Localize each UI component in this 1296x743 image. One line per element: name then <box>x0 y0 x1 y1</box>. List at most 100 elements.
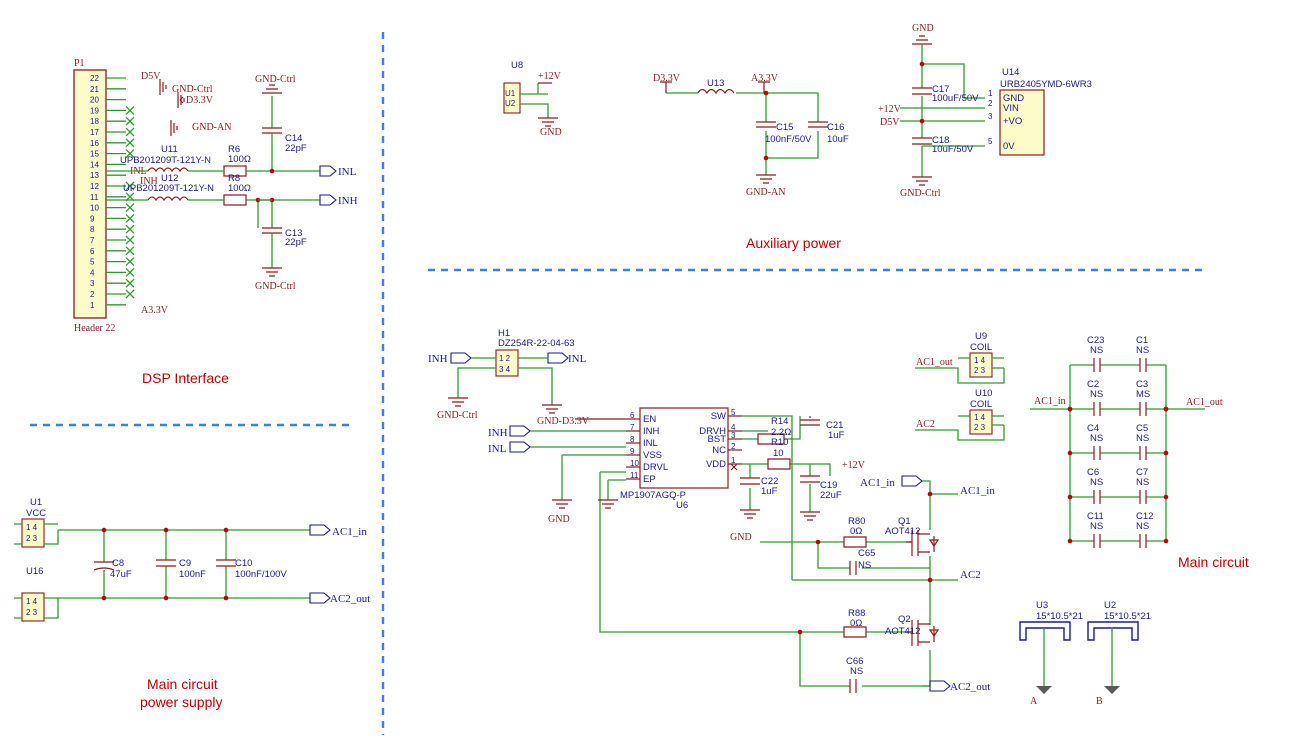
cap-left-ref: C6 <box>1087 467 1099 478</box>
u8-p1: U1 <box>505 89 516 98</box>
no-connect-mark <box>125 257 135 267</box>
c15-ref: C15 <box>776 122 793 133</box>
u14-pin-number: 1 <box>988 89 993 98</box>
bank-out: AC1_out <box>1186 397 1223 408</box>
r6-ref: R6 <box>228 144 240 155</box>
cap-right-value: NS <box>1136 433 1149 444</box>
u1-ref: U1 <box>30 497 42 508</box>
header-pin-number: 7 <box>90 236 95 245</box>
u6-right-pin-name: VDD <box>706 459 726 470</box>
header-pin-number: 2 <box>90 290 95 299</box>
u14-body <box>999 89 1045 156</box>
u6-left-pin-number: 6 <box>630 411 635 420</box>
aux-a33v: A3.3V <box>751 73 779 84</box>
u6-body <box>639 407 729 489</box>
junction-dot <box>1067 494 1073 500</box>
port-ac2-out: AC2_out <box>950 681 990 693</box>
header-pin-number: 4 <box>90 268 95 277</box>
u8-ref: U8 <box>511 60 523 71</box>
header-ref: P1 <box>74 58 85 69</box>
c22-value: 1uF <box>761 486 778 497</box>
c21-value: 1uF <box>828 430 845 441</box>
cap-bank: C23NSC1NSC2NSC3MSC4NSC5NSC6NSC7NSC11NSC1… <box>1030 335 1223 548</box>
u6-port-inl: INL <box>488 443 507 455</box>
net-a33v: A3.3V <box>141 305 169 316</box>
aux-gnd-an: GND-AN <box>746 187 785 198</box>
u6-right-pin-number: 4 <box>731 423 736 432</box>
header-pin-number: 6 <box>90 247 95 256</box>
net-d33v: D3.3V <box>186 95 214 106</box>
gnd-ctrl-top: GND-Ctrl <box>255 74 296 85</box>
cap-right-value: NS <box>1136 477 1149 488</box>
section-auxiliary-power: Auxiliary power <box>746 235 841 251</box>
h1-pins-bot: 3 4 <box>499 365 511 374</box>
u9-pins-top: 1 4 <box>974 356 986 365</box>
aux-u13: D3.3V A3.3V U13 C15 100nF/50V C16 10uF G… <box>653 73 849 198</box>
net-gnd-an: GND-AN <box>192 122 231 133</box>
r88-value: 0Ω <box>850 618 862 629</box>
power-supply: U1 VCC 1 4 2 3 U16 1 4 2 3 C8 47uF C9 10… <box>14 497 370 622</box>
header-pin-number: 14 <box>90 160 99 169</box>
cap-right-value: MS <box>1136 389 1150 400</box>
h1-body <box>495 349 519 377</box>
c15-value: 100nF/50V <box>765 134 812 145</box>
q1-ref: Q1 <box>898 516 911 527</box>
aux-gnd-top: GND <box>912 23 934 34</box>
section-main-circuit: Main circuit <box>1178 554 1249 570</box>
c13-value: 22pF <box>285 237 307 248</box>
u14-pin-number: 5 <box>988 137 993 146</box>
u6-left-pin-name: EP <box>643 474 656 485</box>
r80-value: 0Ω <box>850 526 862 537</box>
u6-left-pin-number: 10 <box>630 459 639 468</box>
c66-value: NS <box>850 666 863 677</box>
u11-ref: U11 <box>161 144 178 155</box>
net-d5v: D5V <box>141 71 161 82</box>
cap-left-ref: C23 <box>1087 335 1104 346</box>
cap-row-symbol <box>1093 534 1147 548</box>
u6-gnd2: GND <box>730 532 752 543</box>
aux-gnd-ctrl: GND-Ctrl <box>900 188 941 199</box>
u6-left-pin-number: 11 <box>630 471 639 480</box>
u2-ref: U2 <box>1104 600 1116 611</box>
q2-ref: Q2 <box>898 614 911 625</box>
header-pin-number: 5 <box>90 258 95 267</box>
c17-value: 100uF/50V <box>932 93 979 104</box>
u14-pin-number: 3 <box>988 112 993 121</box>
section-main-power-line2: power supply <box>140 694 223 710</box>
bank-in: AC1_in <box>1034 396 1066 407</box>
inh-text: INH <box>140 176 158 187</box>
section-main-power-line1: Main circuit <box>147 676 218 692</box>
u6-right-pin-name: DRVH <box>699 426 726 437</box>
aux-d33v: D3.3V <box>653 73 681 84</box>
r8-body <box>223 194 247 206</box>
r14-value: 2.2Ω <box>771 427 791 438</box>
u6-left-pin-name: INL <box>643 438 658 449</box>
u16-ref: U16 <box>26 566 43 577</box>
no-connect-mark <box>125 224 135 234</box>
u1-pins-bot: 2 3 <box>26 534 38 543</box>
q1-value: AOT412 <box>885 526 920 537</box>
u6-left-pin-number: 9 <box>630 447 635 456</box>
cap-left-value: NS <box>1090 521 1103 532</box>
header-pin-number: 10 <box>90 204 99 213</box>
coils-u9-u10: U9 COIL 1 4 2 3 AC1_out U10 COIL 1 4 2 3… <box>915 331 1005 441</box>
u14-pin-name: VIN <box>1003 103 1019 114</box>
u16-body <box>21 592 45 622</box>
u16-pins-bot: 2 3 <box>26 608 38 617</box>
cap-row-symbol <box>1093 490 1147 504</box>
u9-body <box>969 352 993 378</box>
c19-value: 22uF <box>820 490 842 501</box>
c21-ref: C21 <box>826 420 843 431</box>
no-connect-mark <box>125 127 135 137</box>
aux-u14: GND C17 100uF/50V C18 10uF/50V +12V D5V … <box>878 23 1092 199</box>
cap-right-ref: C1 <box>1136 335 1148 346</box>
dsp-filter: U11 UPB201209T-121Y-N U12 UPB201209T-121… <box>106 74 358 292</box>
c22-ref: C22 <box>761 476 778 487</box>
u6-right-pin-number: 3 <box>731 431 736 440</box>
c10-value: 100nF/100V <box>235 569 287 580</box>
u2-value: 15*10.5*21 <box>1104 611 1151 622</box>
r10-ref: R10 <box>771 437 788 448</box>
u14-value: URB2405YMD-6WR3 <box>1000 79 1092 90</box>
